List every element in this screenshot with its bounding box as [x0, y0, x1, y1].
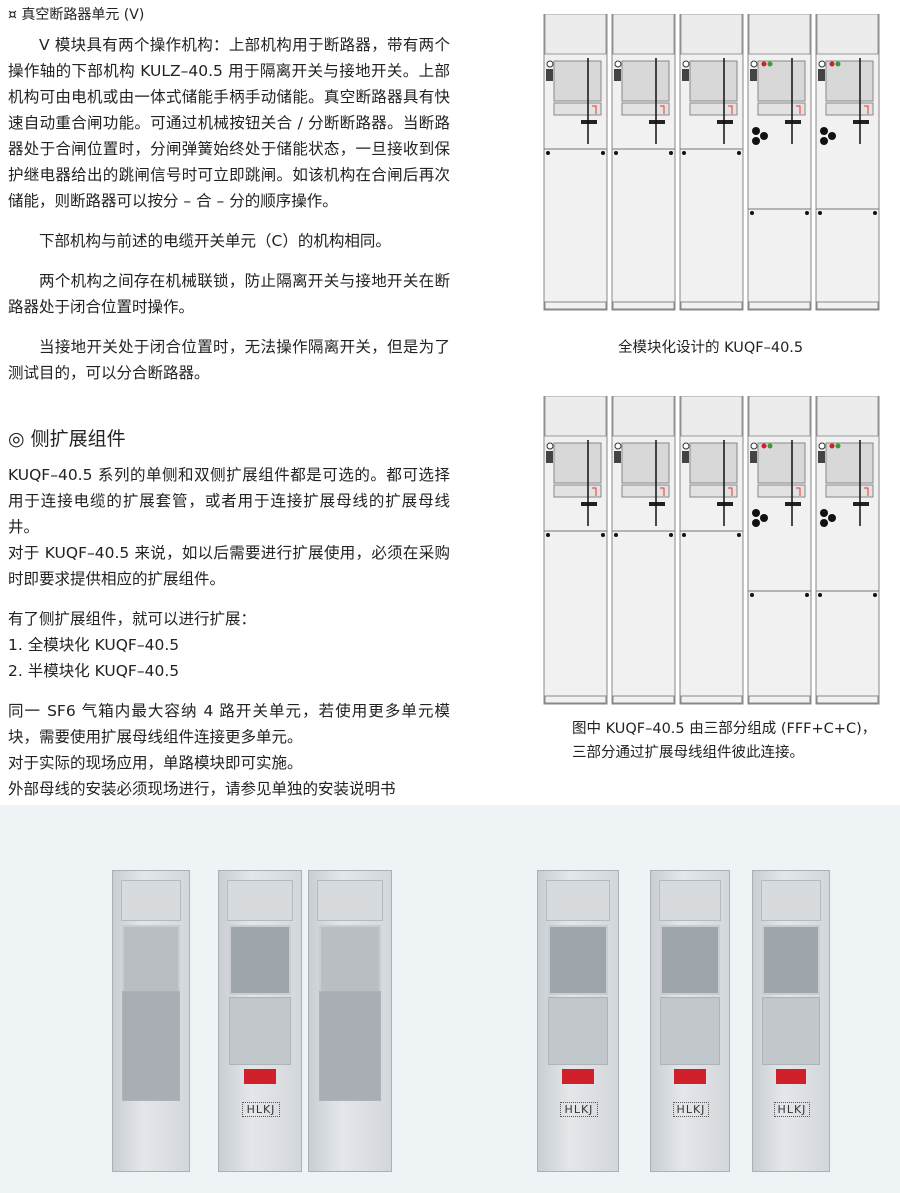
- list-item: 1. 全模块化 KUQF–40.5: [8, 636, 180, 654]
- cabinet-panel: [815, 396, 880, 705]
- figure2-caption-line1: 图中 KUQF–40.5 由三部分组成 (FFF+C+C)，: [572, 721, 877, 737]
- hlkj-logo: HLKJ: [241, 1102, 281, 1117]
- section-v-title: ¤ 真空断路器单元 (V): [8, 7, 145, 23]
- section-v-body: V 模块具有两个操作机构：上部机构用于断路器，带有两个操作轴的下部机构 KULZ…: [8, 32, 450, 386]
- cabinet-photo-closed: HLKJ: [537, 870, 619, 1172]
- hlkj-logo: HLKJ: [672, 1102, 710, 1117]
- switchgear-diagram-full-modular: [543, 14, 880, 311]
- paragraph: 对于实际的现场应用，单路模块即可实施。: [8, 754, 303, 772]
- cabinet-panel: [747, 396, 812, 705]
- section-ext-title: ◎ 侧扩展组件: [8, 428, 126, 450]
- cabinet-photo-open: [112, 870, 190, 1172]
- hlkj-logo: HLKJ: [774, 1102, 810, 1117]
- cabinet-photo-closed: HLKJ: [218, 870, 302, 1172]
- switchgear-diagram-fff-c-c: [543, 396, 880, 705]
- figure1-caption: 全模块化设计的 KUQF–40.5: [618, 340, 804, 356]
- cabinet-panel: [543, 396, 608, 705]
- paragraph: 有了侧扩展组件，就可以进行扩展：: [8, 610, 257, 628]
- cabinet-photo-closed: HLKJ: [650, 870, 730, 1172]
- section-ext-body: KUQF–40.5 系列的单侧和双侧扩展组件都是可选的。都可选择用于连接电缆的扩…: [8, 462, 450, 802]
- cabinet-panel: [611, 14, 676, 311]
- cabinet-photo-open: [308, 870, 392, 1172]
- paragraph: 对于 KUQF–40.5 来说，如以后需要进行扩展使用，必须在采购时即要求提供相…: [8, 544, 450, 588]
- paragraph: V 模块具有两个操作机构：上部机构用于断路器，带有两个操作轴的下部机构 KULZ…: [8, 36, 450, 210]
- cabinet-panel: [747, 14, 812, 311]
- figure2-caption-line2: 三部分通过扩展母线组件彼此连接。: [572, 745, 804, 761]
- paragraph: 当接地开关处于闭合位置时，无法操作隔离开关，但是为了测试目的，可以分合断路器。: [8, 338, 450, 382]
- paragraph: 下部机构与前述的电缆开关单元（C）的机构相同。: [39, 232, 391, 250]
- list-item: 2. 半模块化 KUQF–40.5: [8, 662, 180, 680]
- paragraph: 同一 SF6 气箱内最大容纳 4 路开关单元，若使用更多单元模块，需要使用扩展母…: [8, 702, 450, 746]
- cabinet-panel: [815, 14, 880, 311]
- cabinet-panel: [611, 396, 676, 705]
- cabinet-photo-closed: HLKJ: [752, 870, 830, 1172]
- cabinet-panel: [543, 14, 608, 311]
- cabinet-panel: [679, 14, 744, 311]
- product-photo-band: HLKJ HLKJ HLKJ HLKJ: [0, 805, 900, 1193]
- paragraph: 外部母线的安装必须现场进行，请参见单独的安装说明书: [8, 780, 396, 798]
- paragraph: KUQF–40.5 系列的单侧和双侧扩展组件都是可选的。都可选择用于连接电缆的扩…: [8, 466, 450, 536]
- paragraph: 两个机构之间存在机械联锁，防止隔离开关与接地开关在断路器处于闭合位置时操作。: [8, 272, 450, 316]
- hlkj-logo: HLKJ: [560, 1102, 598, 1117]
- cabinet-panel: [679, 396, 744, 705]
